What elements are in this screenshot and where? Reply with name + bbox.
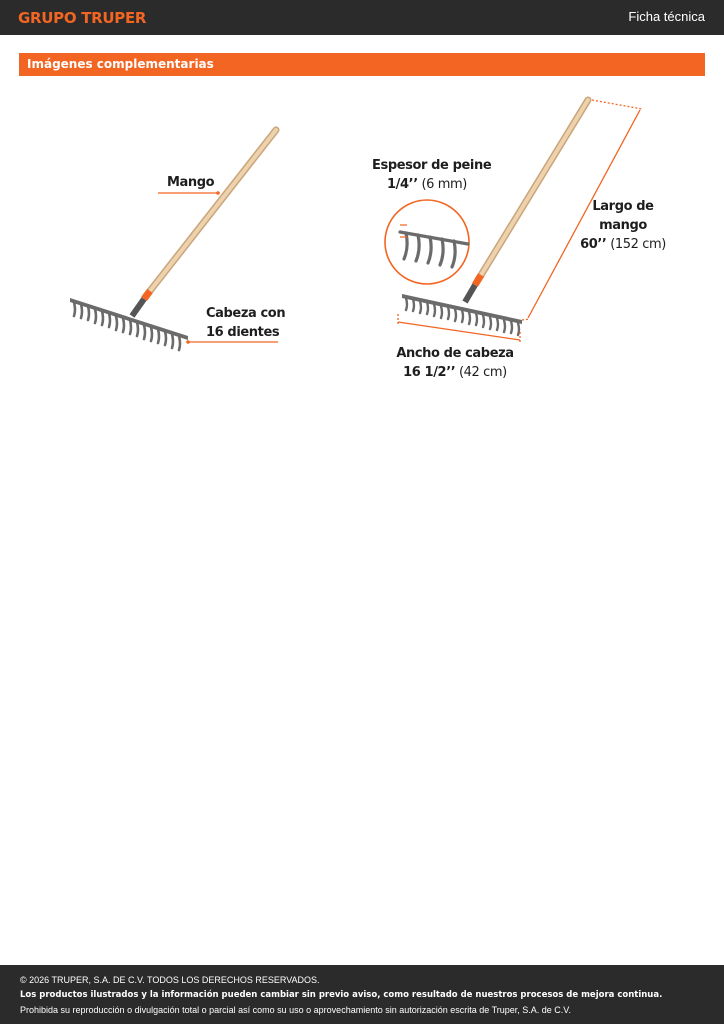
width-dimension-line bbox=[397, 321, 521, 341]
copyright-text: © 2026 TRUPER, S.A. DE C.V. TODOS LOS DE… bbox=[20, 975, 320, 985]
page-footer: © 2026 TRUPER, S.A. DE C.V. TODOS LOS DE… bbox=[0, 965, 724, 1024]
rake-dimension-illustration bbox=[384, 96, 643, 344]
change-notice-text: Los productos ilustrados y la informació… bbox=[20, 990, 663, 1000]
section-header-bar: Imágenes complementarias bbox=[19, 53, 705, 76]
prohibition-text: Prohibida su reproducción o divulgación … bbox=[20, 1005, 571, 1015]
section-title: Imágenes complementarias bbox=[27, 57, 214, 71]
thickness-label: Espesor de peine 1/4’’ (6 mm) bbox=[372, 158, 492, 192]
rake-dimensions-figure: Espesor de peine 1/4’’ (6 mm) Largo de m… bbox=[370, 92, 680, 392]
handle-length-label: Largo de mango 60’’ (152 cm) bbox=[580, 199, 666, 252]
document-type-label: Ficha técnica bbox=[628, 9, 705, 24]
rake-parts-figure: Mango Cabeza con 16 dientes bbox=[60, 118, 300, 368]
head-label: Cabeza con 16 dientes bbox=[206, 306, 286, 340]
teeth-detail-circle bbox=[384, 199, 470, 285]
rake-illustration bbox=[70, 126, 280, 352]
handle-label: Mango bbox=[167, 175, 215, 190]
length-dimension-line bbox=[527, 109, 641, 319]
head-width-label: Ancho de cabeza 16 1/2’’ (42 cm) bbox=[396, 346, 514, 380]
top-header-bar: GRUPO TRUPER Ficha técnica bbox=[0, 0, 724, 35]
grupo-truper-logo: GRUPO TRUPER bbox=[18, 9, 147, 27]
